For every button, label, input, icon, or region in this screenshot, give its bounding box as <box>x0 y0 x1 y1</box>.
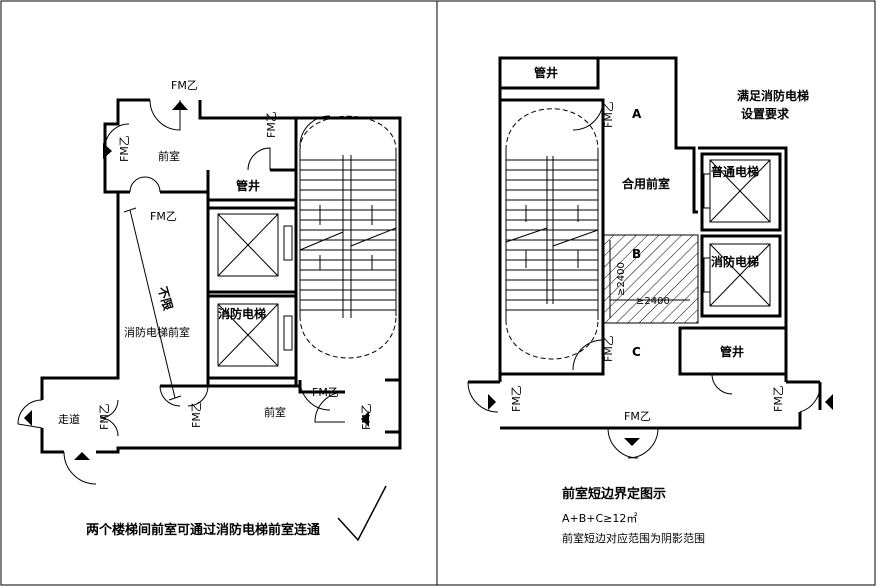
left-not-limited: 不限 <box>155 285 176 312</box>
left-front-room-bottom: 前室 <box>264 405 286 419</box>
left-pipe-shaft: 管井 <box>236 178 260 193</box>
left-fire-elevator: 消防电梯 <box>218 306 266 321</box>
right-door-stair-bottom: FM乙 <box>602 335 615 362</box>
right-door-right: FM乙 <box>772 385 785 412</box>
left-caption: 两个楼梯间前室可通过消防电梯前室连通 <box>86 522 320 538</box>
right-setting-requirements: 设置要求 <box>741 106 790 121</box>
right-door-bottom: FM乙 <box>624 410 651 423</box>
right-mark-a: A <box>632 107 642 121</box>
right-plan <box>467 56 833 459</box>
left-door-corridor: FM乙 <box>98 403 111 430</box>
right-ordinary-elevator: 普通电梯 <box>711 164 759 179</box>
check-mark-icon <box>337 485 387 542</box>
left-door-right-bottom: FM乙 <box>360 403 373 430</box>
right-note: 前室短边对应范围为阴影范围 <box>562 531 705 545</box>
right-dim-vertical: ≥2400 <box>616 262 627 296</box>
left-door-top: FM乙 <box>171 79 198 92</box>
left-front-room-top: 前室 <box>158 149 180 163</box>
right-meets-fire-elevator: 满足消防电梯 <box>737 88 809 103</box>
left-door-stair-bottom: FM乙 <box>312 386 339 399</box>
right-mark-c: C <box>632 345 641 359</box>
right-dim-horizontal: ≥2400 <box>636 296 670 307</box>
right-pipe-shaft-bottom: 管井 <box>720 344 744 359</box>
right-door-stair-top: FM乙 <box>602 101 615 128</box>
right-title: 前室短边界定图示 <box>562 486 666 502</box>
left-corridor: 走道 <box>58 412 80 426</box>
right-mark-b: B <box>632 247 641 261</box>
right-formula: A+B+C≥12㎡ <box>562 512 637 525</box>
left-fire-elevator-lobby: 消防电梯前室 <box>124 325 190 339</box>
right-fire-elevator: 消防电梯 <box>711 254 759 269</box>
right-pipe-shaft-top: 管井 <box>534 65 558 80</box>
left-door-side: FM乙 <box>118 135 131 162</box>
left-door-stair-top: FM乙 <box>265 111 278 138</box>
right-shared-front-room: 合用前室 <box>622 176 670 191</box>
left-door-lobby: FM乙 <box>150 210 177 223</box>
right-door-left: FM乙 <box>510 385 523 412</box>
left-door-lobby-bottom: FM乙 <box>190 401 203 428</box>
left-plan <box>17 98 402 485</box>
